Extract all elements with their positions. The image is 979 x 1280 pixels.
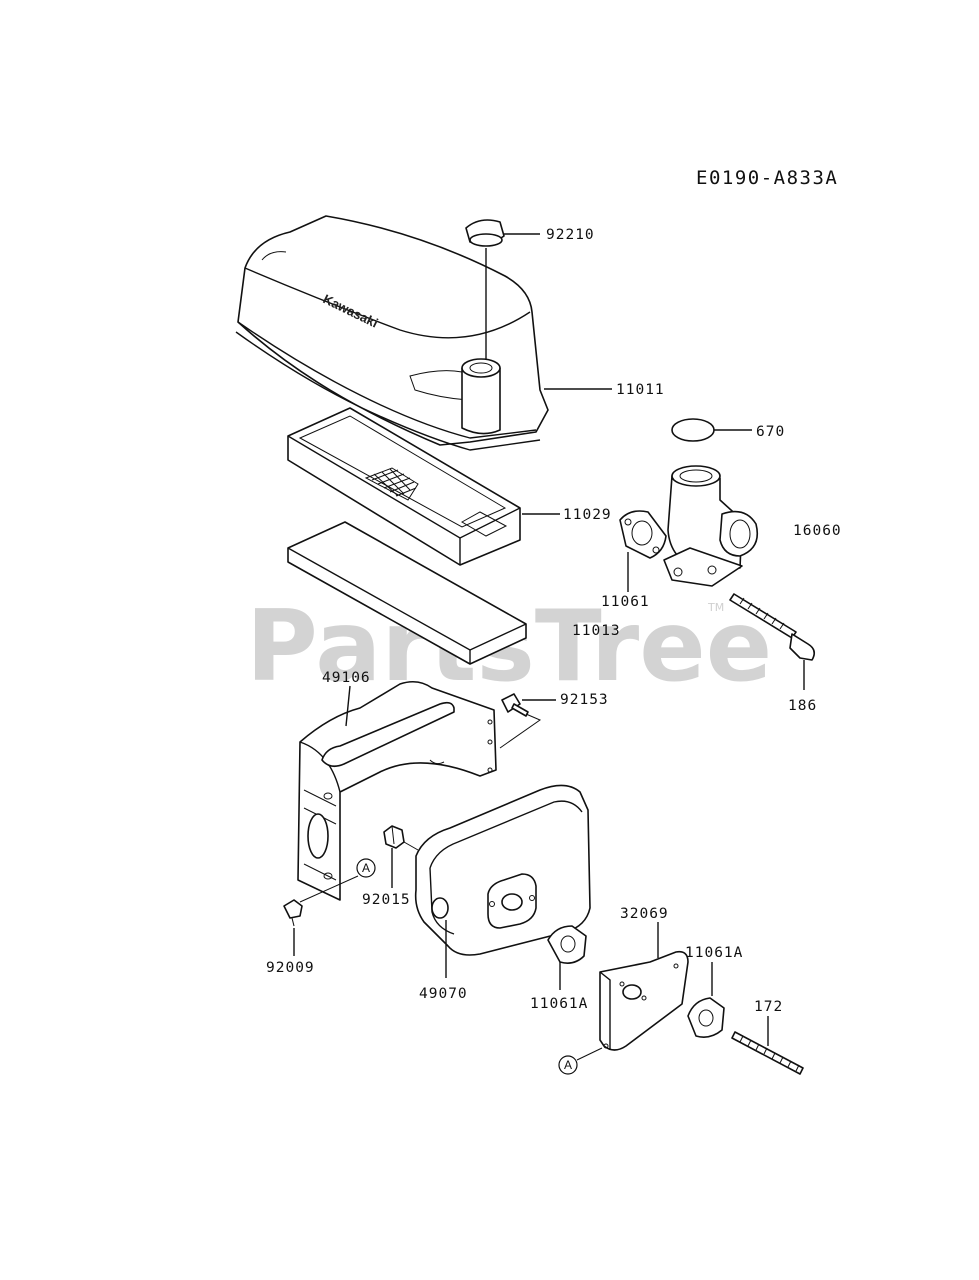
stud-172[interactable] [731, 1031, 804, 1075]
bracket-32069[interactable] [599, 950, 689, 1051]
label-49106[interactable]: 49106 [322, 670, 371, 686]
gasket-11061A-right[interactable] [687, 997, 725, 1038]
label-49070[interactable]: 49070 [419, 986, 468, 1002]
label-186[interactable]: 186 [788, 698, 817, 714]
o-ring-670[interactable] [671, 418, 715, 442]
ref-line-a-left [299, 875, 359, 903]
foam-pre-filter[interactable] [287, 521, 527, 665]
label-670[interactable]: 670 [756, 424, 785, 440]
bolt-92009[interactable] [283, 899, 303, 927]
watermark-trademark: TM [707, 601, 724, 614]
bolt-92153[interactable] [501, 693, 529, 717]
air-filter-element[interactable] [287, 407, 521, 566]
leader-92153-guide [499, 713, 542, 749]
gasket-11061[interactable] [619, 510, 667, 559]
plug-92210[interactable] [465, 219, 505, 247]
label-92015[interactable]: 92015 [362, 892, 411, 908]
filter-mesh [364, 467, 419, 501]
reference-marker-a-right: A [558, 1055, 578, 1075]
muffler-49070[interactable] [414, 784, 591, 956]
elbow-16060[interactable] [663, 465, 759, 587]
label-11013[interactable]: 11013 [572, 623, 621, 639]
label-11061A-left[interactable]: 11061A [530, 996, 588, 1012]
bolt-186[interactable] [729, 593, 816, 661]
label-172[interactable]: 172 [754, 999, 783, 1015]
svg-text:A: A [362, 861, 370, 875]
label-11029[interactable]: 11029 [563, 507, 612, 523]
gasket-11061A-left[interactable] [547, 925, 587, 964]
watermark: PartsTree [246, 590, 772, 704]
muffler-guard-49106[interactable] [297, 680, 497, 901]
label-32069[interactable]: 32069 [620, 906, 669, 922]
leader-92015-guide [403, 841, 419, 851]
air-cleaner-cover[interactable]: Kawasaki [235, 215, 549, 451]
svg-text:A: A [564, 1058, 572, 1072]
label-16060[interactable]: 16060 [793, 523, 842, 539]
nut-92015[interactable] [383, 825, 405, 849]
label-92009[interactable]: 92009 [266, 960, 315, 976]
diagram-code: E0190-A833A [696, 167, 838, 189]
label-11011[interactable]: 11011 [616, 382, 665, 398]
label-11061[interactable]: 11061 [601, 594, 650, 610]
label-11061A-right[interactable]: 11061A [685, 945, 743, 961]
label-92153[interactable]: 92153 [560, 692, 609, 708]
leader-49106 [345, 685, 351, 727]
ref-line-a-right [576, 1047, 603, 1061]
cover-oil-fill-port [461, 358, 501, 435]
reference-marker-a-left: A [356, 858, 376, 878]
label-92210[interactable]: 92210 [546, 227, 595, 243]
